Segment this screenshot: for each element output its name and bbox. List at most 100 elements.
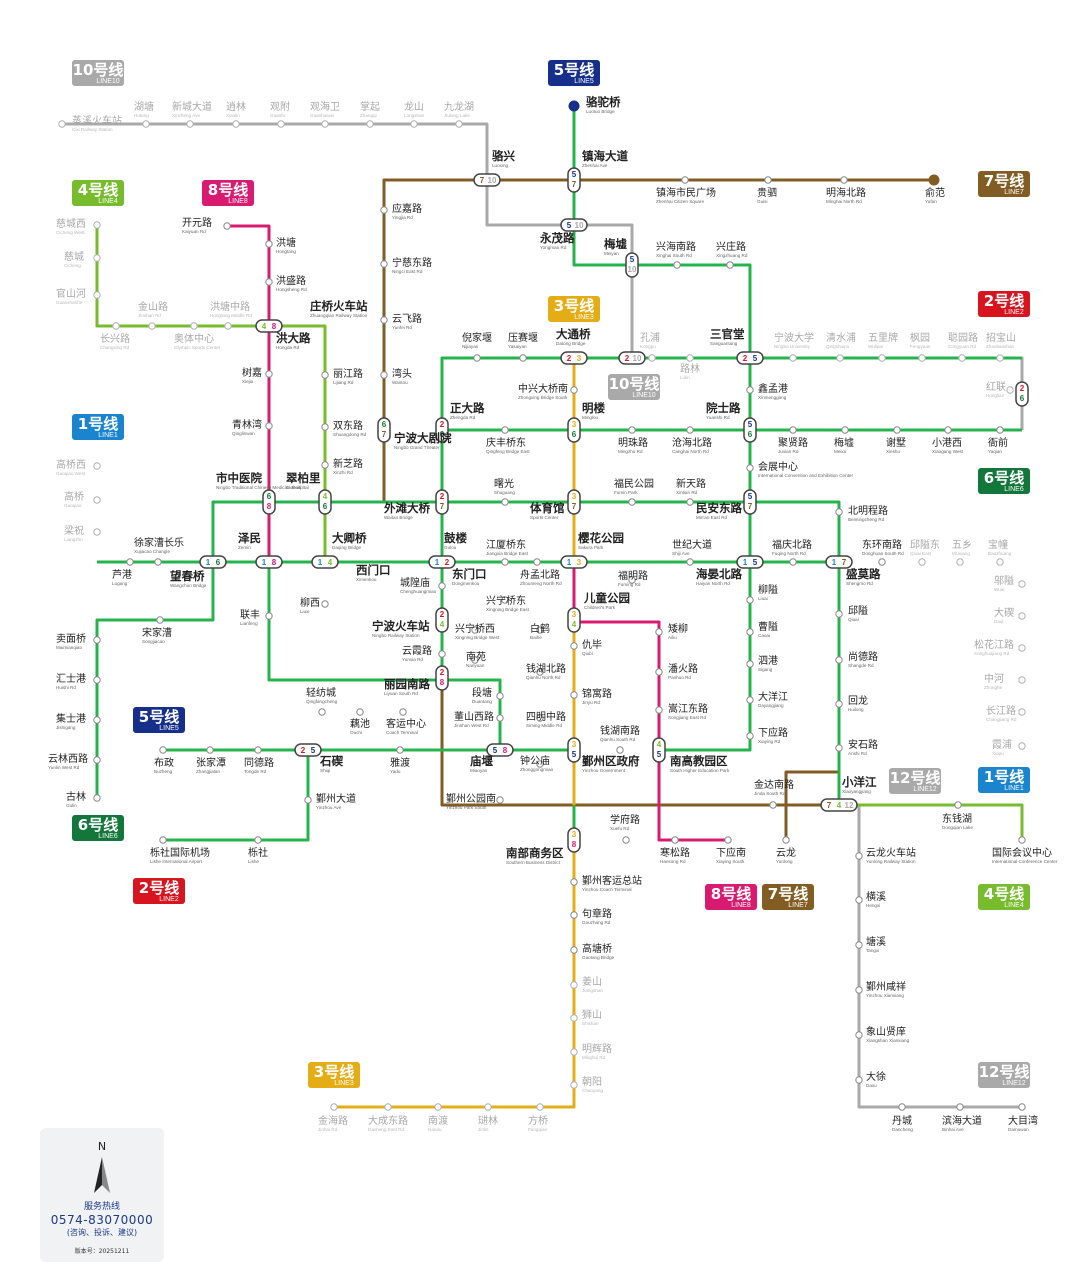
station-dot[interactable] — [570, 981, 578, 989]
station-name[interactable]: 张家潭 — [196, 756, 226, 769]
station-name[interactable]: 湾头 — [392, 367, 412, 380]
station-dot[interactable] — [789, 354, 797, 362]
station-dot[interactable] — [501, 596, 509, 604]
station-dot[interactable] — [254, 746, 262, 754]
station-name[interactable]: 压赛堰 — [508, 331, 538, 344]
station-dot[interactable] — [835, 610, 843, 618]
station-name[interactable]: 聚贤路 — [778, 436, 808, 449]
station-name[interactable]: 世纪大道 — [672, 538, 712, 551]
station-dot[interactable] — [746, 732, 754, 740]
station-dot[interactable] — [93, 462, 101, 470]
station-dot[interactable] — [265, 422, 273, 430]
station-dot[interactable] — [501, 426, 509, 434]
interchange-name[interactable]: 小洋江 — [841, 775, 877, 789]
station-dot[interactable] — [570, 642, 578, 650]
station-name[interactable]: 兴宁桥东 — [486, 594, 526, 607]
station-name[interactable]: 邱隘 — [848, 604, 868, 617]
station-dot[interactable] — [223, 222, 231, 230]
station-name[interactable]: 兴宁桥西 — [455, 622, 495, 635]
station-dot[interactable] — [159, 836, 167, 844]
station-dot[interactable] — [570, 691, 578, 699]
station-dot[interactable] — [484, 1103, 492, 1111]
station-name[interactable]: 宋家漕 — [142, 626, 172, 639]
station-name[interactable]: 金海路 — [318, 1114, 348, 1127]
station-name[interactable]: 安石路 — [848, 738, 878, 751]
station-dot[interactable] — [835, 744, 843, 752]
station-name[interactable]: 九龙湖 — [444, 100, 474, 113]
station-name[interactable]: 金达南路 — [754, 778, 794, 791]
interchange-marker[interactable] — [428, 555, 456, 569]
station-name[interactable]: 丽江路 — [333, 367, 363, 380]
station-dot[interactable] — [746, 596, 754, 604]
interchange-marker[interactable] — [255, 319, 283, 333]
station-dot[interactable] — [142, 120, 150, 128]
station-name[interactable]: 高塘桥 — [582, 942, 612, 955]
interchange-name[interactable]: 石碶 — [319, 754, 343, 768]
station-dot[interactable] — [835, 508, 843, 516]
station-dot[interactable] — [438, 650, 446, 658]
station-name[interactable]: 尚德路 — [848, 650, 878, 663]
station-dot[interactable] — [190, 322, 198, 330]
station-name[interactable]: 云龙 — [776, 846, 796, 859]
station-dot[interactable] — [855, 941, 863, 949]
station-name[interactable]: 回龙 — [848, 694, 868, 707]
station-dot[interactable] — [996, 558, 1004, 566]
interchange-name[interactable]: 大通桥 — [556, 327, 591, 341]
station-dot[interactable] — [496, 692, 504, 700]
station-dot[interactable] — [746, 660, 754, 668]
station-name[interactable]: 掌起 — [360, 101, 380, 113]
station-name[interactable]: 鄞州大道 — [316, 792, 356, 805]
station-dot[interactable] — [655, 668, 663, 676]
interchange-marker[interactable] — [567, 827, 581, 853]
interchange-marker[interactable] — [294, 743, 322, 757]
station-dot[interactable] — [855, 1076, 863, 1084]
interchange-marker[interactable] — [820, 798, 858, 812]
station-dot[interactable] — [878, 558, 886, 566]
station-name[interactable]: 庆丰桥东 — [486, 436, 526, 449]
station-name[interactable]: 联丰 — [240, 608, 260, 621]
interchange-marker[interactable] — [486, 743, 514, 757]
station-name[interactable]: 大成东路 — [368, 1114, 408, 1127]
interchange-name[interactable]: 庄桥火车站 — [310, 299, 368, 313]
station-name[interactable]: 明海北路 — [826, 186, 866, 199]
station-dot[interactable] — [686, 354, 694, 362]
station-dot[interactable] — [746, 464, 754, 472]
interchange-name[interactable]: 东门口 — [452, 567, 487, 581]
station-dot[interactable] — [840, 176, 848, 184]
station-name[interactable]: 长兴路 — [100, 332, 130, 345]
interchange-name[interactable]: 院士路 — [706, 401, 741, 415]
station-name[interactable]: 洪盛路 — [276, 274, 306, 287]
station-dot[interactable] — [954, 801, 962, 809]
station-dot[interactable] — [570, 1081, 578, 1089]
station-dot[interactable] — [655, 628, 663, 636]
interchange-name[interactable]: 泽民 — [238, 531, 261, 545]
station-dot[interactable] — [318, 708, 326, 716]
station-dot[interactable] — [471, 626, 479, 634]
station-name[interactable]: 枫园 — [910, 331, 930, 344]
station-name[interactable]: 轻纺城 — [306, 686, 336, 699]
station-dot[interactable] — [126, 558, 134, 566]
interchange-name[interactable]: 三官堂 — [710, 327, 745, 341]
station-name[interactable]: 象山贤庠 — [866, 1025, 906, 1038]
station-name[interactable]: 狮山 — [582, 1008, 602, 1021]
station-dot[interactable] — [835, 656, 843, 664]
station-dot[interactable] — [159, 746, 167, 754]
station-dot[interactable] — [570, 386, 578, 394]
station-name[interactable]: 嵩江东路 — [668, 702, 708, 715]
interchange-marker[interactable] — [311, 555, 339, 569]
station-name[interactable]: 福民公园 — [614, 477, 654, 490]
station-name[interactable]: 江厦桥东 — [486, 538, 526, 551]
station-dot[interactable] — [536, 668, 544, 676]
interchange-marker[interactable] — [1015, 381, 1029, 407]
station-name[interactable]: 梅墟 — [834, 436, 854, 449]
station-dot[interactable] — [533, 558, 541, 566]
station-name[interactable]: 中河 — [984, 672, 1004, 685]
station-name[interactable]: 布政 — [154, 756, 174, 769]
station-dot[interactable] — [686, 498, 694, 506]
station-name[interactable]: 蒸溪火车站 — [72, 114, 122, 127]
station-dot[interactable] — [958, 354, 966, 362]
station-name[interactable]: 钟公庙 — [520, 754, 550, 767]
station-name[interactable]: 招宝山 — [986, 331, 1016, 344]
